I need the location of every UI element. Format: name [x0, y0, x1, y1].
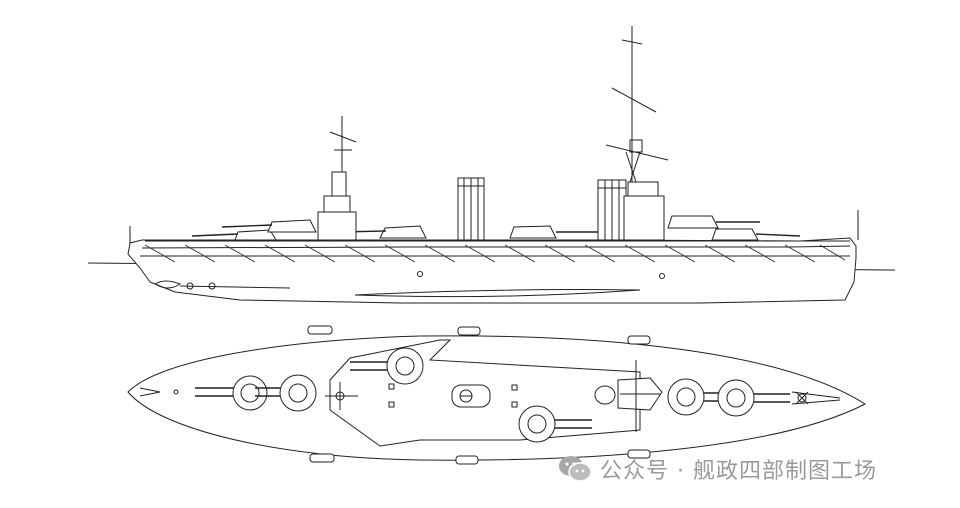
side-profile-view [87, 26, 896, 304]
watermark: 公众号 · 舰政四部制图工场 [558, 452, 877, 486]
turret-side-aft-superfiring [221, 219, 317, 233]
funnel-aft [457, 177, 485, 241]
wechat-icon [559, 456, 592, 482]
turret-plan-midships-1 [350, 347, 424, 385]
funnel-fore [597, 179, 627, 241]
turret-side-fore [711, 228, 801, 241]
hull-hatching [144, 244, 846, 263]
fore-superstructure [605, 26, 669, 241]
turret-plan-fore [717, 379, 790, 417]
plan-view [127, 325, 867, 465]
turret-plan-fore-superfiring [667, 378, 724, 416]
turret-plan-midships-2 [518, 405, 592, 443]
watermark-text: 公众号 · 舰政四部制图工场 [600, 459, 877, 484]
turret-side-midships-1 [339, 225, 427, 239]
turret-side-midships-2 [509, 225, 598, 239]
turret-side-aft [191, 229, 277, 241]
turret-side-fore-superfiring [667, 215, 760, 229]
turret-plan-aft [195, 375, 268, 411]
hull-side [127, 237, 857, 304]
aft-superstructure [317, 116, 357, 241]
turret-plan-aft-superfiring [255, 374, 317, 412]
